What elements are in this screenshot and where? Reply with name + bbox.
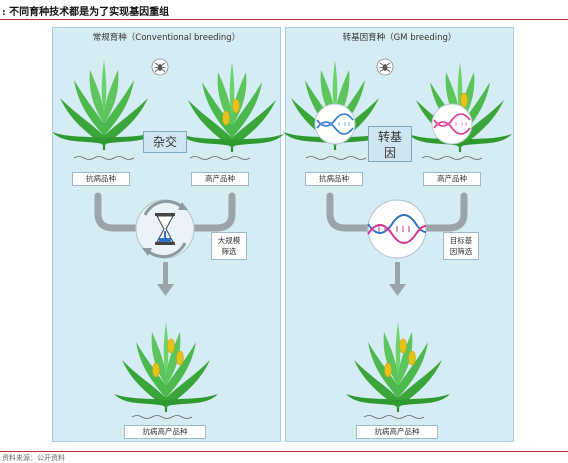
transgene-line1: 转基 <box>377 130 402 144</box>
right-result-plant <box>344 320 452 414</box>
right-down-arrow-head <box>389 284 406 296</box>
target-gene-screening-label: 目标基 因筛选 <box>443 232 479 260</box>
left-pest-icon <box>151 58 169 76</box>
report-header: : 不同育种技术都是为了实现基因重组 <box>0 0 568 20</box>
target-screening-line2: 因筛选 <box>449 247 473 256</box>
right-parent-b-label: 高产品种 <box>423 172 481 186</box>
left-down-arrow-shaft <box>163 262 168 286</box>
left-highyield-plant <box>178 60 286 154</box>
gm-breeding-title: 转基因育种（GM breeding） <box>342 33 457 43</box>
figure-caption: : 不同育种技术都是为了实现基因重组 <box>2 7 170 18</box>
right-result-label: 抗病高产品种 <box>356 425 438 439</box>
hybrid-label: 杂交 <box>143 131 187 153</box>
right-merge-arrow-b <box>422 192 468 232</box>
right-result-soil <box>363 415 425 419</box>
transgene-line2: 因 <box>383 146 396 160</box>
left-result-plant <box>112 320 220 414</box>
left-result-soil <box>131 415 193 419</box>
right-down-arrow-shaft <box>395 262 400 286</box>
right-pest-icon <box>376 58 394 76</box>
dna-pink-icon <box>431 103 473 145</box>
left-down-arrow-head <box>157 284 174 296</box>
dna-blue-icon <box>314 103 356 145</box>
mass-screening-label: 大规模 筛选 <box>211 232 247 260</box>
right-soil-line-a <box>305 156 367 160</box>
left-soil-line-a <box>73 156 135 160</box>
target-screening-line1: 目标基 <box>449 236 473 245</box>
left-parent-b-label: 高产品种 <box>191 172 249 186</box>
hourglass-icon <box>135 199 195 259</box>
transgene-label: 转基 因 <box>368 126 412 162</box>
left-resistant-plant <box>50 58 158 152</box>
left-soil-line-b <box>189 156 251 160</box>
right-parent-a-label: 抗病品种 <box>305 172 363 186</box>
right-merge-arrow-a <box>326 192 372 232</box>
source-note: 资料来源：公开资料 <box>2 454 65 462</box>
conventional-breeding-title: 常规育种（Conventional breeding） <box>92 33 241 43</box>
left-merge-arrow-a <box>94 192 140 232</box>
right-soil-line-b <box>421 156 483 160</box>
mass-screening-line1: 大规模 <box>217 236 241 245</box>
mass-screening-line2: 筛选 <box>221 247 237 256</box>
footer-divider <box>0 451 568 452</box>
dna-screening-icon <box>367 199 427 259</box>
left-parent-a-label: 抗病品种 <box>72 172 130 186</box>
left-result-label: 抗病高产品种 <box>124 425 206 439</box>
header-divider <box>0 19 568 20</box>
left-merge-arrow-b <box>190 192 236 232</box>
